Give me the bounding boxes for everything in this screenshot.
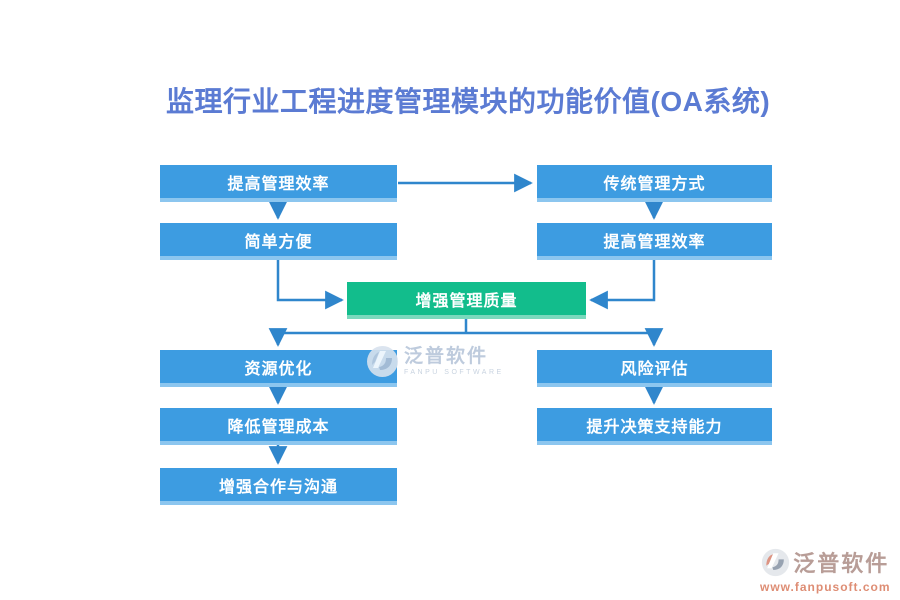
node-label: 简单方便: [244, 233, 313, 251]
node-simple-convenient: 简单方便: [160, 223, 397, 260]
fanpu-logo-icon: [762, 548, 790, 576]
node-decision-support: 提升决策支持能力: [537, 408, 772, 445]
node-label: 资源优化: [244, 360, 313, 378]
watermark-corner: 泛普软件 www.fanpusoft.com: [760, 546, 891, 594]
page-title: 监理行业工程进度管理模块的功能价值(OA系统): [166, 86, 771, 117]
watermark-center-subtitle: FANPU SOFTWARE: [404, 369, 504, 376]
node-label: 提高管理效率: [227, 175, 330, 193]
node-cooperation-communication: 增强合作与沟通: [160, 468, 397, 505]
node-label: 风险评估: [620, 360, 689, 378]
watermark-center-name: 泛普软件: [404, 346, 489, 367]
node-risk-assessment: 风险评估: [537, 350, 772, 387]
node-label: 增强管理质量: [415, 292, 518, 310]
node-label: 提升决策支持能力: [586, 418, 723, 436]
node-improve-efficiency-right: 提高管理效率: [537, 223, 772, 260]
node-label: 降低管理成本: [227, 418, 330, 436]
node-label: 增强合作与沟通: [218, 478, 338, 496]
node-enhance-quality: 增强管理质量: [347, 282, 586, 319]
watermark-corner-name: 泛普软件: [793, 551, 890, 576]
node-label: 传统管理方式: [603, 175, 706, 193]
node-improve-efficiency-left: 提高管理效率: [160, 165, 397, 202]
node-reduce-cost: 降低管理成本: [160, 408, 397, 445]
node-label: 提高管理效率: [603, 233, 706, 251]
fanpu-logo-icon: [367, 346, 398, 377]
watermark-center: 泛普软件 FANPU SOFTWARE: [366, 345, 504, 378]
watermark-corner-url: www.fanpusoft.com: [760, 580, 891, 594]
node-resource-optimization: 资源优化: [160, 350, 397, 387]
node-traditional-management: 传统管理方式: [537, 165, 772, 202]
